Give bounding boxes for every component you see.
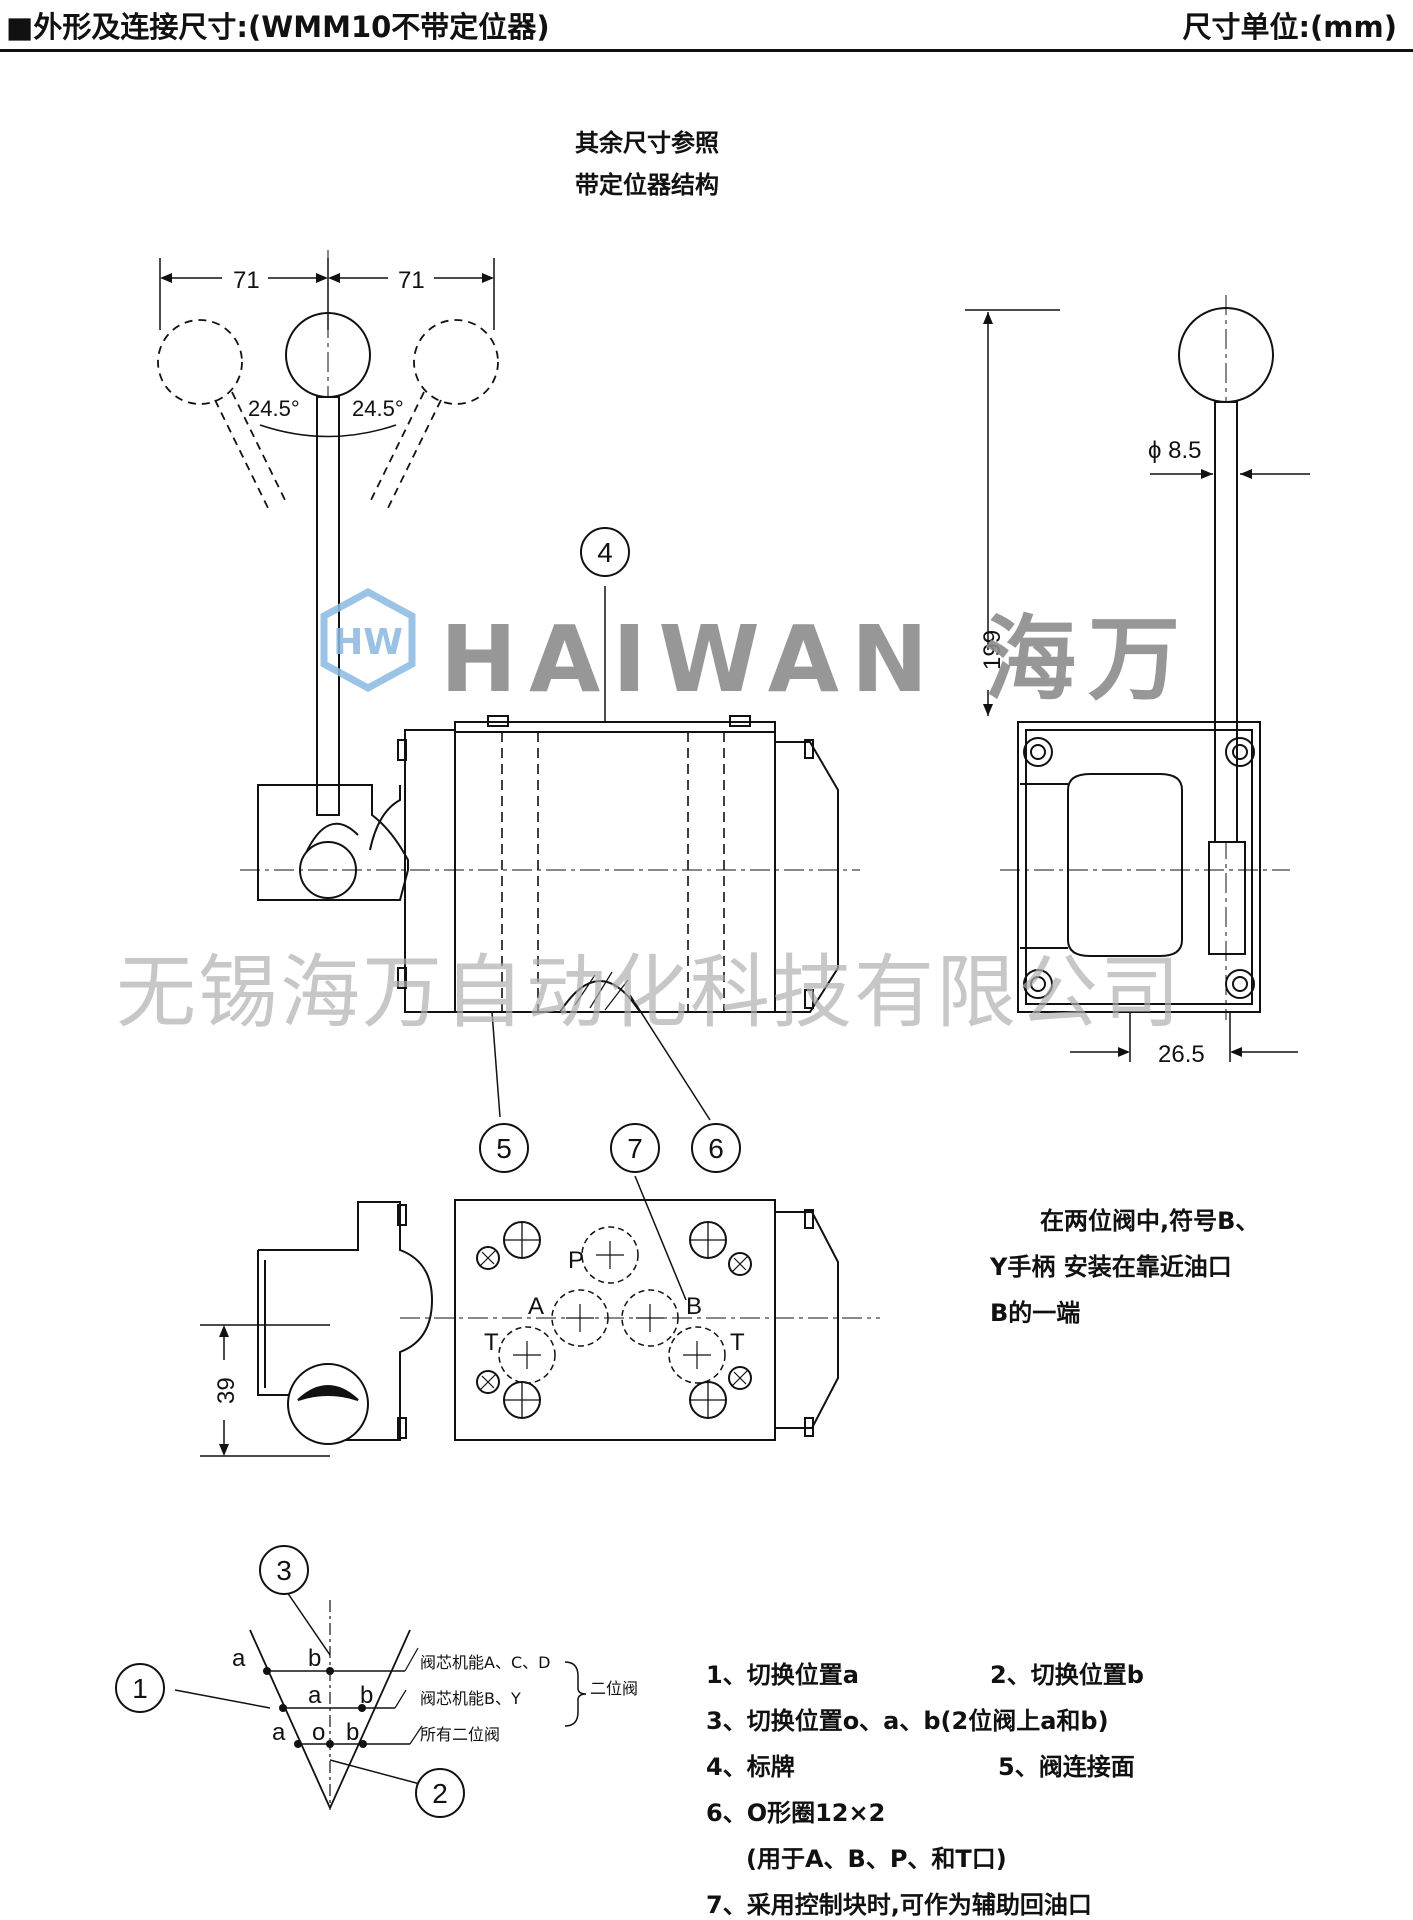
chart-row3-label: 所有二位阀	[420, 1725, 500, 1744]
handle-note-line3: B的一端	[990, 1299, 1081, 1327]
legend-item-3: 3、切换位置o、a、b(2位阀上a和b)	[706, 1707, 1109, 1735]
port-p: P	[568, 1247, 584, 1274]
header-rule	[0, 49, 1413, 52]
callout-circle-7	[610, 1123, 660, 1173]
port-t-left: T	[484, 1329, 499, 1356]
chart-row1-b: b	[308, 1645, 321, 1672]
callout-6: 6	[708, 1133, 724, 1164]
chart-row2-label: 阀芯机能B、Y	[420, 1689, 521, 1708]
logo-text: HW	[333, 622, 403, 663]
dim-angle-left: 24.5°	[248, 396, 300, 421]
watermark-brand: HAIWAN 海万	[440, 606, 1192, 713]
legend-item-4: 4、标牌	[706, 1753, 795, 1781]
chart-dots	[263, 1667, 367, 1748]
handle-note: 在两位阀中,符号B、 Y手柄 安装在靠近油口 B的一端	[990, 1198, 1259, 1336]
side-view	[965, 295, 1310, 1062]
callout-5: 5	[496, 1133, 512, 1164]
top-view	[200, 1175, 880, 1457]
callout-circle-6	[691, 1123, 741, 1173]
position-chart	[174, 1591, 587, 1810]
port-b: B	[686, 1293, 702, 1320]
chart-row1-label: 阀芯机能A、C、D	[420, 1653, 550, 1672]
callout-2: 2	[432, 1778, 448, 1809]
dim-diameter: ϕ 8.5	[1148, 437, 1201, 464]
chart-brace-label: 二位阀	[590, 1679, 638, 1698]
callout-4: 4	[597, 537, 613, 568]
hw-logo-icon: HW	[320, 588, 416, 692]
refer-note-line2: 带定位器结构	[575, 171, 719, 199]
callout-3: 3	[276, 1555, 292, 1586]
chart-row3-a: a	[272, 1719, 286, 1746]
legend-item-2: 2、切换位置b	[990, 1661, 1144, 1689]
legend-item-6: 6、O形圈12×2	[706, 1799, 886, 1827]
watermark-logo: HW	[316, 588, 420, 692]
callout-circle-3	[259, 1545, 309, 1595]
refer-note: 其余尺寸参照 带定位器结构	[575, 122, 719, 206]
callout-7: 7	[627, 1133, 643, 1164]
watermark-company: 无锡海万自动化科技有限公司	[116, 946, 1182, 1039]
front-view	[157, 250, 860, 1121]
chart-row3-b: b	[346, 1719, 359, 1746]
dim-width-26-5: 26.5	[1158, 1041, 1205, 1068]
dim-right-71: 71	[398, 267, 425, 294]
chart-row1-a: a	[232, 1645, 246, 1672]
port-a: A	[528, 1293, 544, 1320]
dim-angle-right: 24.5°	[352, 396, 404, 421]
handle-note-line2: Y手柄 安装在靠近油口	[990, 1253, 1232, 1281]
dim-height-199: 199	[979, 630, 1006, 670]
legend-item-5: 5、阀连接面	[998, 1753, 1135, 1781]
callout-circle-2	[415, 1768, 465, 1818]
legend-item-6-sub: (用于A、B、P、和T口)	[746, 1845, 1007, 1873]
legend-item-7: 7、采用控制块时,可作为辅助回油口	[706, 1891, 1092, 1919]
refer-note-line1: 其余尺寸参照	[575, 129, 719, 157]
page-title: ■外形及连接尺寸:(WMM10不带定位器)	[6, 10, 550, 44]
dim-height-39: 39	[213, 1377, 240, 1404]
callout-circle-4	[580, 527, 630, 577]
chart-row2-b: b	[360, 1682, 373, 1709]
callout-circle-5	[479, 1123, 529, 1173]
callout-circle-1	[115, 1663, 165, 1713]
chart-row2-a: a	[308, 1682, 322, 1709]
dim-left-71: 71	[233, 267, 260, 294]
callout-1: 1	[132, 1673, 148, 1704]
handle-note-line1: 在两位阀中,符号B、	[1040, 1207, 1260, 1235]
port-t-right: T	[730, 1329, 745, 1356]
legend-item-1: 1、切换位置a	[706, 1661, 859, 1689]
chart-row3-o: o	[312, 1719, 325, 1746]
page-header: ■外形及连接尺寸:(WMM10不带定位器) 尺寸单位:(mm)	[0, 0, 1413, 52]
unit-label: 尺寸单位:(mm)	[1182, 10, 1397, 44]
